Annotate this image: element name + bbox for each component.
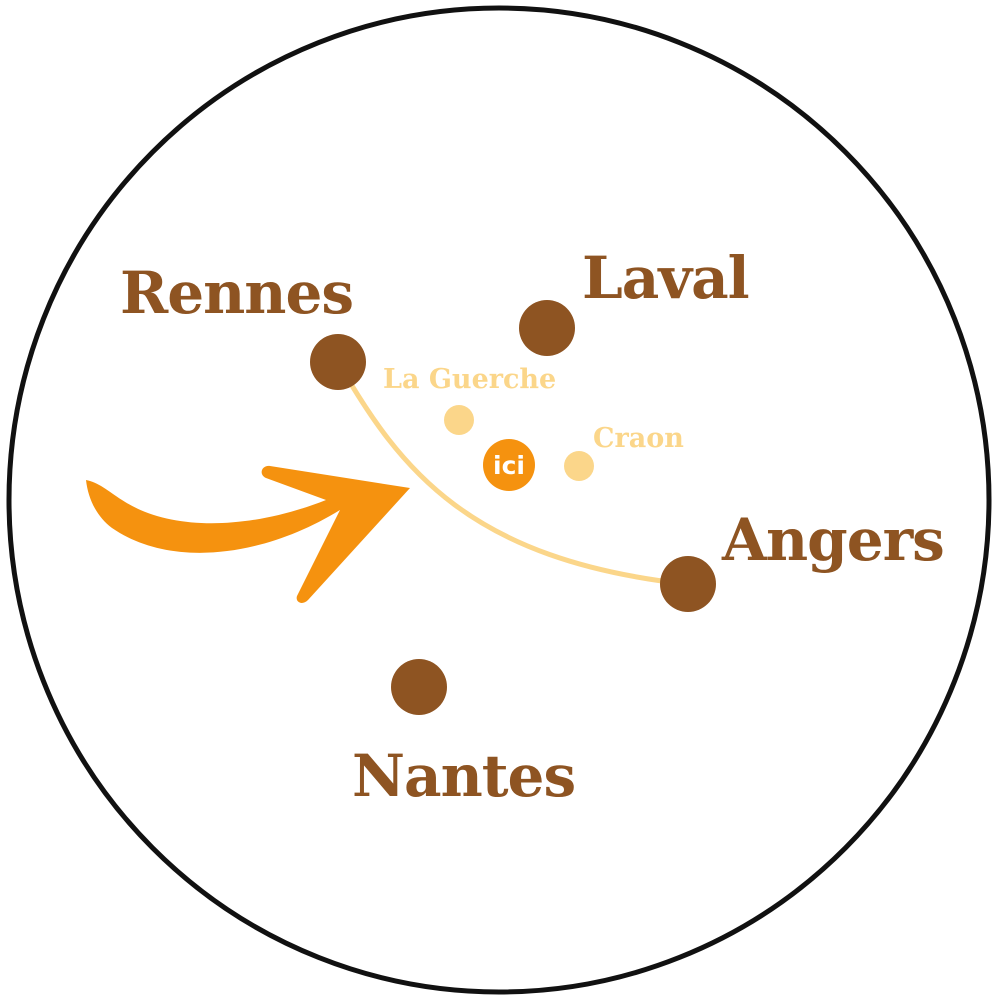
city-label-angers: Angers [721, 506, 944, 574]
arrow-icon [86, 465, 410, 603]
town-label-craon: Craon [593, 423, 684, 454]
city-label-rennes: Rennes [120, 259, 353, 327]
town-dot-craon [564, 451, 594, 481]
city-dot-nantes [391, 659, 447, 715]
circle-frame [6, 5, 992, 995]
here-marker [483, 439, 535, 491]
city-label-nantes: Nantes [352, 742, 575, 810]
route-line [335, 359, 689, 587]
here-marker-label: ici [493, 451, 525, 480]
town-label-la-guerche: La Guerche [383, 364, 556, 395]
city-label-laval: Laval [582, 244, 749, 312]
town-dot-la-guerche [444, 405, 474, 435]
city-dot-laval [519, 300, 575, 356]
city-dot-rennes [310, 334, 366, 390]
city-dot-angers [660, 556, 716, 612]
